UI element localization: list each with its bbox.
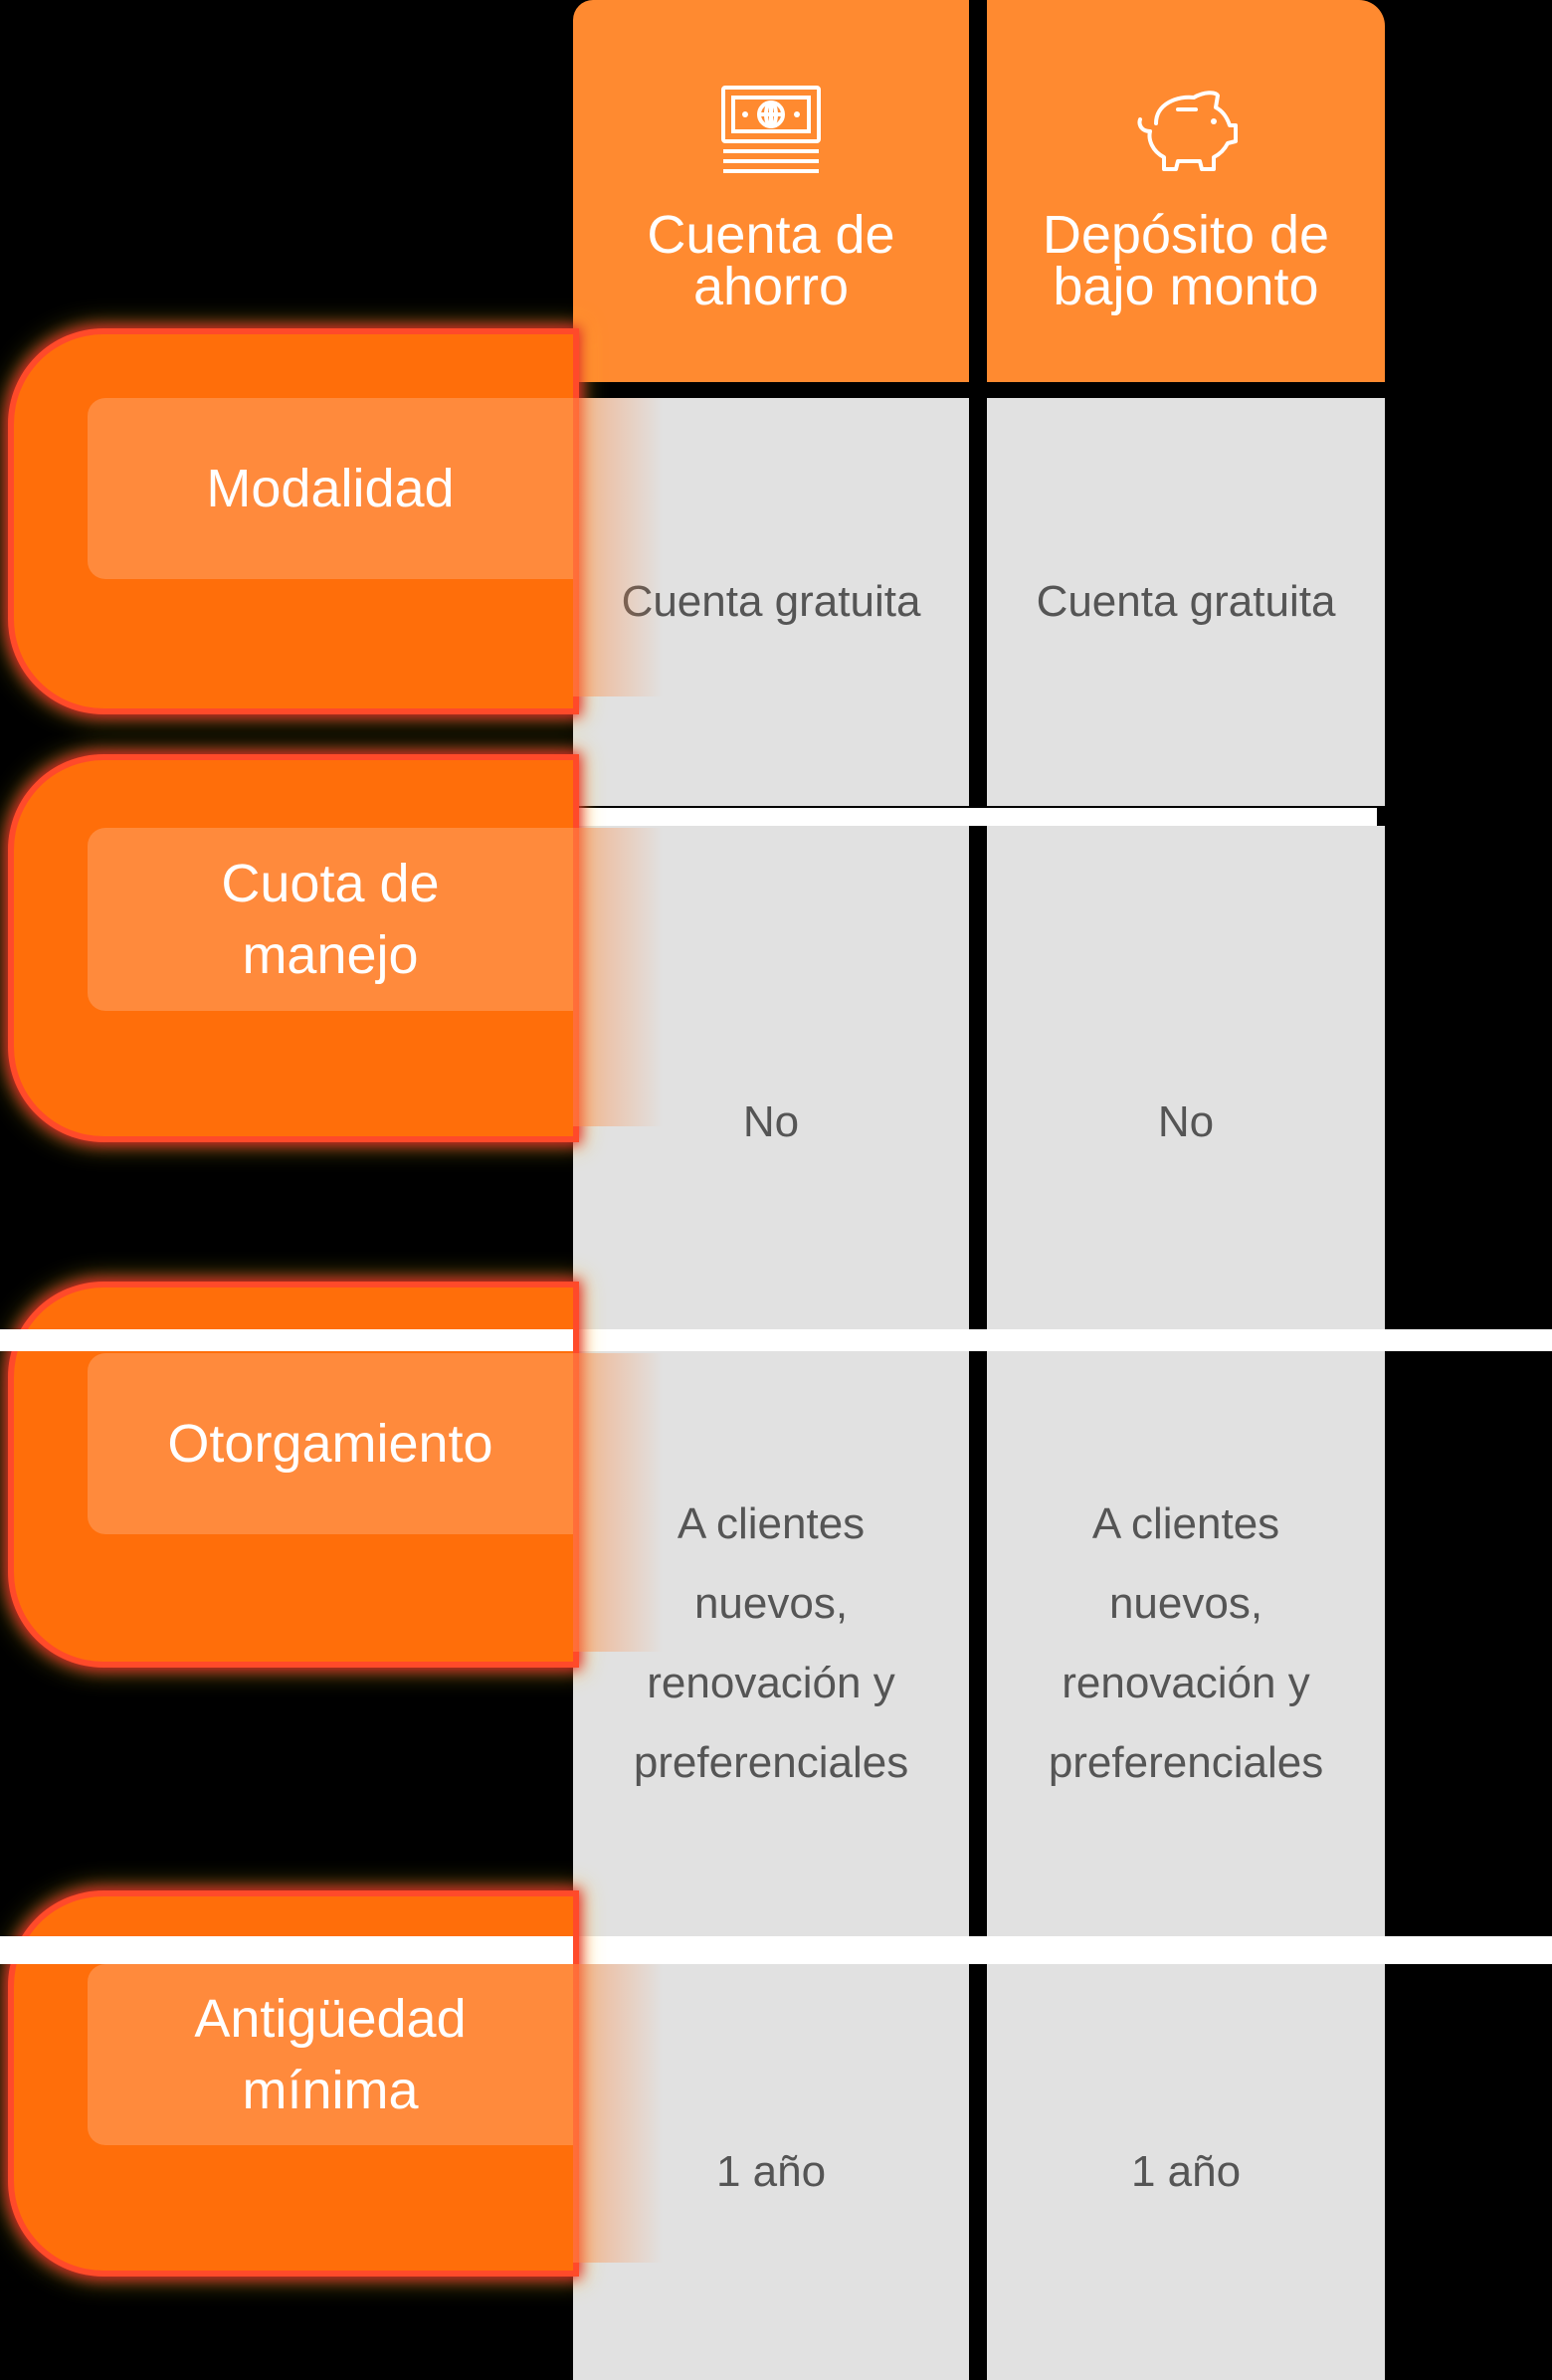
row-label-modalidad: Modalidad <box>88 398 573 579</box>
piggy-bank-icon <box>1137 91 1238 171</box>
column-header-savings-account: Cuenta de ahorro <box>573 0 969 382</box>
row-label-text: Modalidad <box>206 459 455 518</box>
column-header-low-amount-deposit: Depósito de bajo monto <box>987 0 1385 382</box>
row-label-antiguedad-minima: Antigüedad mínima <box>88 1964 573 2145</box>
row-separator <box>0 1329 573 1351</box>
row-label-otorgamiento: Otorgamiento <box>88 1353 573 1534</box>
cell-antiguedad-deposit: 1 año <box>987 1964 1385 2380</box>
cell-modalidad-deposit: Cuenta gratuita <box>987 398 1385 806</box>
label-fade <box>573 1964 663 2263</box>
cell-value: A clientes nuevos, renovación y preferen… <box>633 1499 909 1787</box>
column-title: Depósito de bajo monto <box>1042 205 1330 316</box>
row-label-text: Antigüedad mínima <box>194 1989 467 2120</box>
row-label-text: Cuota de manejo <box>221 854 440 985</box>
cell-value: No <box>742 1097 800 1146</box>
column-title: Cuenta de ahorro <box>647 205 895 316</box>
money-bill-icon <box>721 86 821 173</box>
row-label-text: Otorgamiento <box>167 1414 493 1474</box>
cell-otorgamiento-deposit: A clientes nuevos, renovación y preferen… <box>987 1351 1385 1936</box>
cell-cuota-deposit: No <box>987 826 1385 1329</box>
cell-value: 1 año <box>715 2147 827 2196</box>
label-fade <box>573 1353 663 1652</box>
label-fade <box>573 828 663 1126</box>
label-fade <box>573 398 663 696</box>
row-separator <box>557 808 1377 826</box>
cell-value: 1 año <box>1130 2147 1242 2196</box>
cell-value: No <box>1157 1097 1215 1146</box>
row-separator <box>0 1936 573 1964</box>
cell-value: Cuenta gratuita <box>621 577 921 626</box>
row-label-cuota-de-manejo: Cuota de manejo <box>88 828 573 1011</box>
cell-value: A clientes nuevos, renovación y preferen… <box>1048 1499 1324 1787</box>
cell-value: Cuenta gratuita <box>1036 577 1336 626</box>
